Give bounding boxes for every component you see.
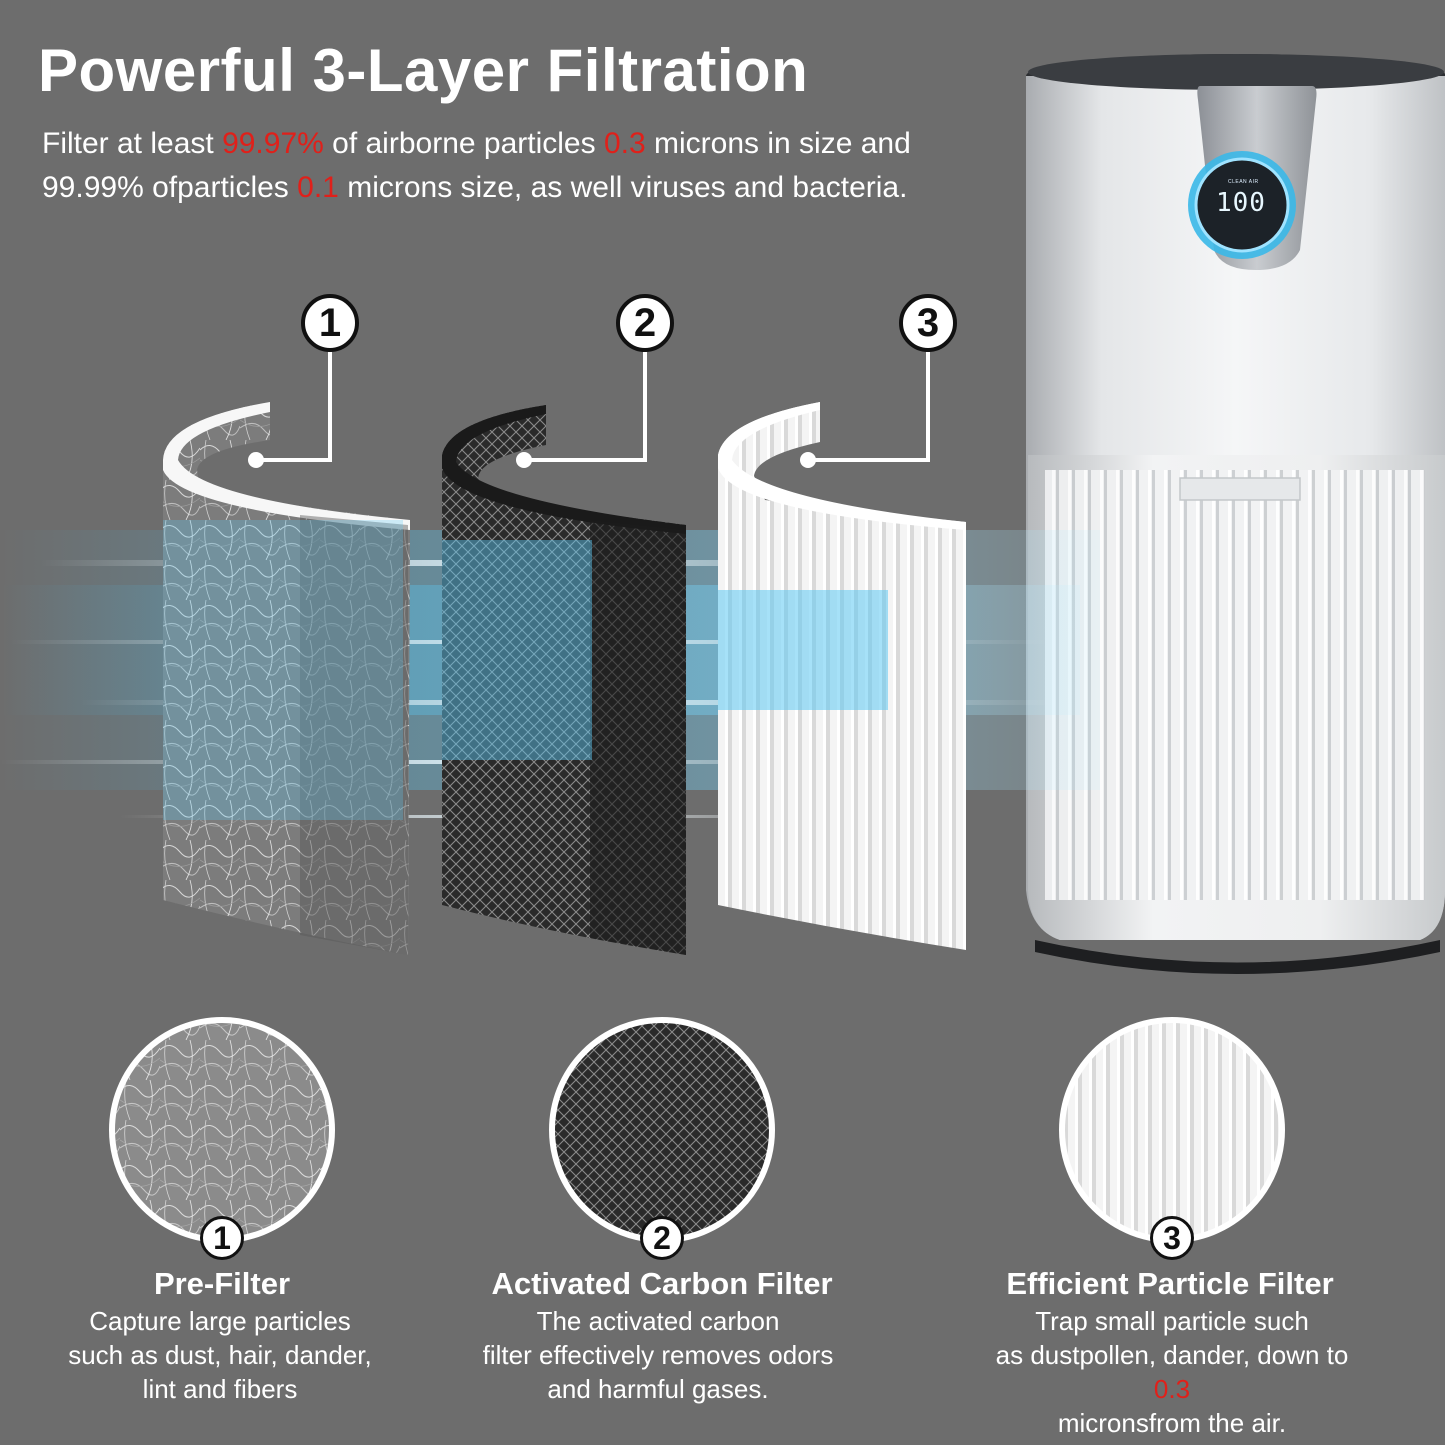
pre-filter-description: Capture large particles such as dust, ha… [0,1304,460,1406]
description-line: as dustpollen, dander, down to 0.3 [932,1338,1412,1406]
description-line: filter effectively removes odors [482,1340,834,1370]
pre-filter-title: Pre-Filter [153,1266,291,1301]
hepa-filter-description: Trap small particle such as dustpollen, … [932,1304,1412,1440]
hepa-filter-title: Efficient Particle Filter [1006,1266,1334,1301]
description-line: The activated carbon [536,1306,780,1336]
description-line: Capture large particles [89,1306,351,1336]
pre-filter-detail [109,1017,335,1243]
hepa-filter-detail [1059,1017,1285,1243]
intro-line-2: 99.99% ofparticles 0.1 microns size, as … [42,166,911,210]
carbon-filter-detail [549,1017,775,1243]
description-line: micronsfrom the air. [1057,1408,1287,1438]
description-line: such as dust, hair, dander, [68,1340,372,1370]
layer-badge-1: 1 [301,294,359,352]
detail-badge-2: 2 [640,1216,684,1260]
page-title: Powerful 3-Layer Filtration [38,37,809,104]
layer-badge-2: 2 [616,294,674,352]
carbon-filter-description: The activated carbon filter effectively … [418,1304,898,1406]
intro-text: Filter at least 99.97% of airborne parti… [42,122,911,210]
highlight-micron: 0.3 [1153,1374,1191,1404]
detail-badge-3: 3 [1150,1216,1194,1260]
purifier-display-caption: CLEAN AIR [1228,179,1259,185]
callout-dots [248,452,816,468]
intro-text-segment: 99.99% ofparticles [42,171,298,204]
carbon-filter-layer [442,405,686,955]
detail-badge-1: 1 [200,1216,244,1260]
intro-text-segment: microns size, as well viruses and bacter… [338,171,908,204]
description-line: and harmful gases. [547,1374,769,1404]
highlight-percentage: 99.97% [222,127,324,160]
highlight-micron: 0.1 [297,171,339,204]
highlight-micron: 0.3 [603,127,646,160]
intro-text-segment: microns in size and [645,127,911,160]
description-line: lint and fibers [142,1374,298,1404]
intro-text-segment: of airborne particles [323,127,604,160]
callout-lines [258,352,930,462]
pre-filter-layer [163,402,410,955]
intro-line-1: Filter at least 99.97% of airborne parti… [42,122,911,166]
carbon-filter-title: Activated Carbon Filter [491,1266,833,1301]
purifier-display-value: 100 [1216,188,1266,218]
hepa-filter-layer [718,402,966,950]
description-segment: as dustpollen, dander, down to [995,1340,1349,1370]
layer-badge-3: 3 [899,294,957,352]
description-line: Trap small particle such [1035,1306,1309,1336]
air-purifier [1026,54,1445,974]
intro-text-segment: Filter at least [42,127,223,160]
